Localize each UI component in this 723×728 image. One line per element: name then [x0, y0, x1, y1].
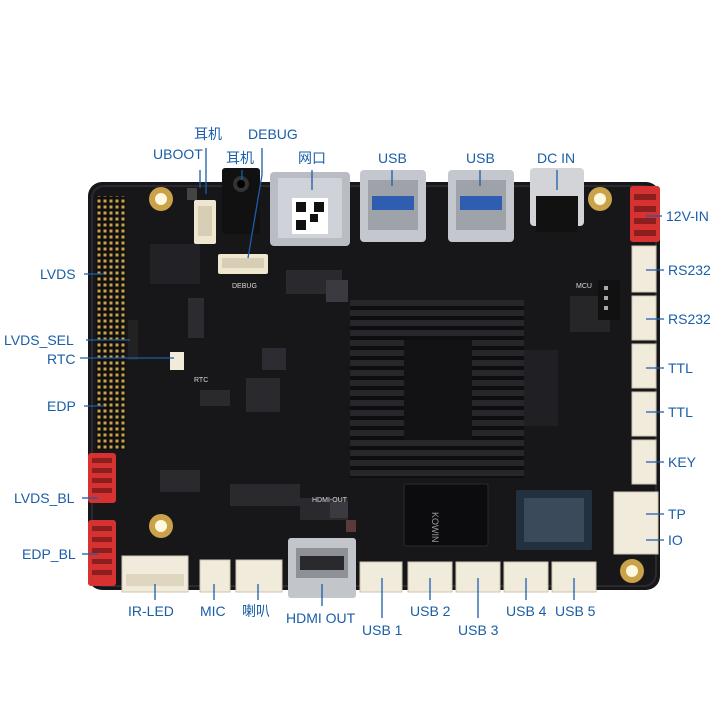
label-ir-led: IR-LED: [128, 603, 174, 619]
label-usb-4: USB 4: [506, 603, 547, 619]
uboot-button: [187, 188, 197, 200]
mounting-holes: [149, 187, 644, 583]
kowin-chip: [403, 483, 489, 547]
silk-debug: DEBUG: [232, 283, 257, 290]
label-12v-in: 12V-IN: [666, 208, 709, 224]
label-mic: MIC: [200, 603, 226, 619]
label-ethernet: 网口: [298, 150, 326, 166]
label-edp: EDP: [47, 398, 76, 414]
label-usb-b: USB: [466, 150, 495, 166]
silk-hdmi-out: HDMI-OUT: [312, 497, 348, 504]
label-rs232-1: RS232: [668, 262, 711, 278]
label-edp-bl: EDP_BL: [22, 546, 76, 562]
label-usb-a: USB: [378, 150, 407, 166]
lvds-edp-pin-header: [96, 196, 126, 450]
label-usb-1: USB 1: [362, 622, 403, 638]
label-usb-5: USB 5: [555, 603, 596, 619]
label-headphone-1: 耳机: [194, 126, 222, 142]
label-headphone-2: 耳机: [226, 150, 254, 166]
label-ttl-1: TTL: [668, 360, 693, 376]
label-speaker: 喇叭: [242, 603, 270, 619]
heatsink: [350, 300, 524, 478]
label-ttl-2: TTL: [668, 404, 693, 420]
headphone-jack: [222, 168, 260, 234]
label-lvds-bl: LVDS_BL: [14, 490, 75, 506]
label-debug: DEBUG: [248, 126, 298, 142]
label-io: IO: [668, 532, 683, 548]
silk-kowin: KOWIN: [430, 512, 440, 543]
right-white-connectors: [613, 245, 659, 555]
label-hdmi-out: HDMI OUT: [286, 610, 356, 626]
label-lvds-sel: LVDS_SEL: [4, 332, 74, 348]
soc-chip: [150, 244, 200, 284]
label-key: KEY: [668, 454, 697, 470]
label-tp: TP: [668, 506, 686, 522]
label-usb-2: USB 2: [410, 603, 451, 619]
label-rtc: RTC: [47, 351, 76, 367]
label-uboot: UBOOT: [153, 146, 203, 162]
label-rs232-2: RS232: [668, 311, 711, 327]
silk-mcu: MCU: [576, 283, 592, 290]
label-lvds: LVDS: [40, 266, 76, 282]
label-dc-in: DC IN: [537, 150, 576, 166]
label-usb-3: USB 3: [458, 622, 499, 638]
callout-lines: [80, 148, 664, 618]
rtc-battery-connector: [170, 352, 184, 370]
silk-rtc: RTC: [194, 377, 208, 384]
